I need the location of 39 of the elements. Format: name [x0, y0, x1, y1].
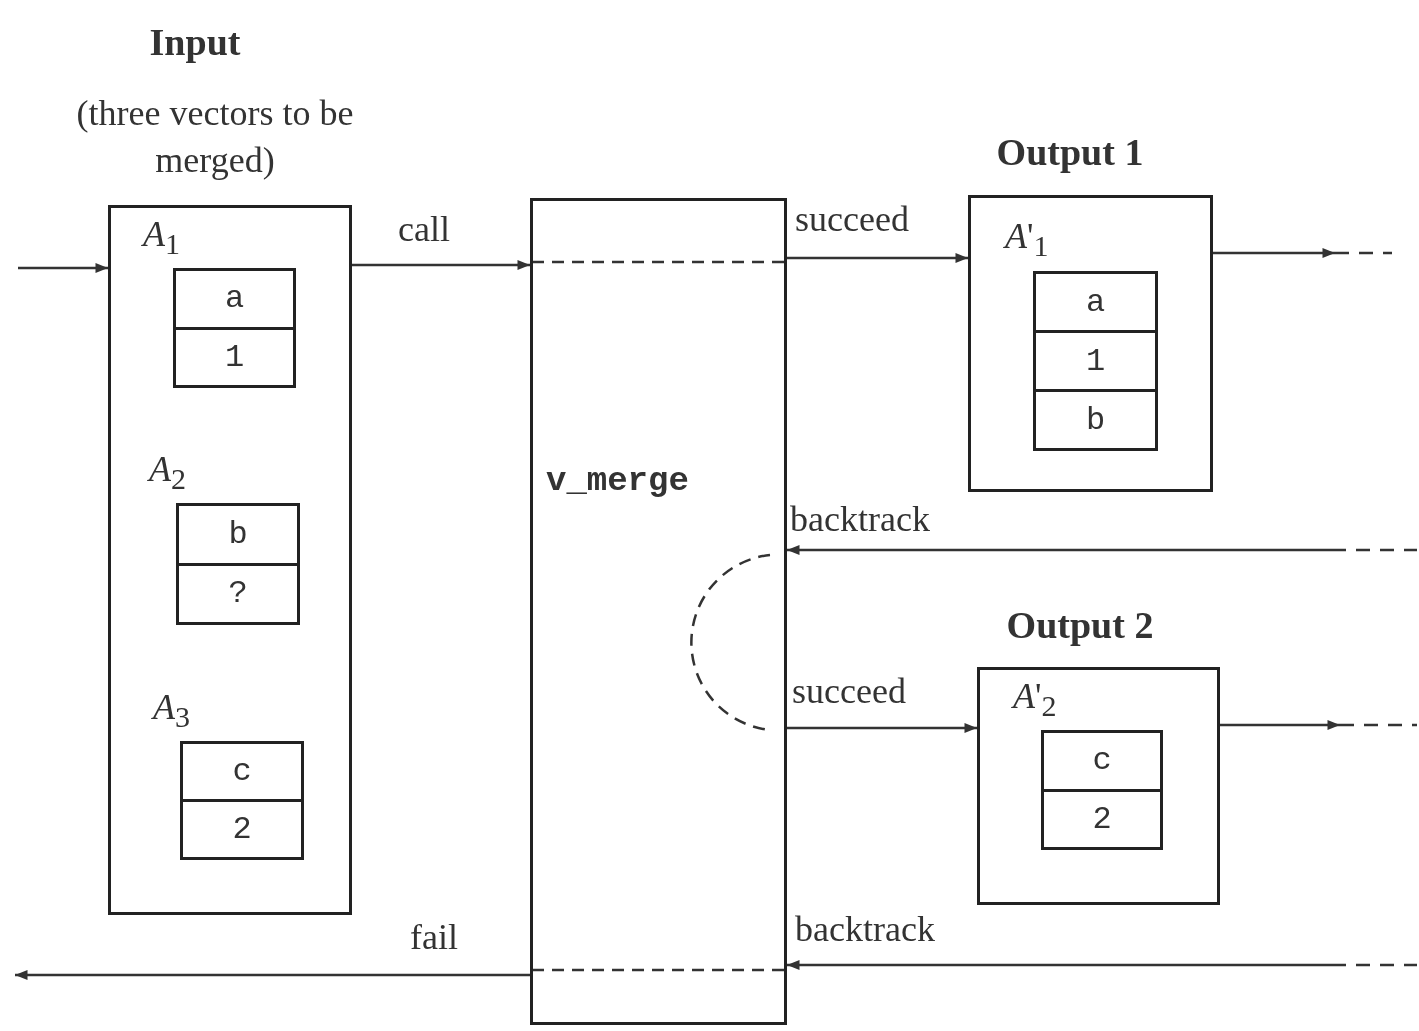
vector-box: [1033, 271, 1158, 451]
vector-box: [180, 741, 304, 860]
vector-element: b: [179, 506, 297, 566]
vector-name: A$_{3}$: [153, 686, 190, 735]
vector-box: [173, 268, 296, 388]
vector-name: A$_{1}$: [143, 213, 180, 262]
container-box: [108, 205, 352, 915]
heading: Output 2: [1005, 603, 1155, 647]
arrow: [787, 253, 968, 263]
vector-element: b: [1084, 400, 1107, 441]
arrow: [1220, 720, 1340, 730]
vector-element: c: [1044, 733, 1160, 792]
arrow: [787, 723, 977, 733]
subheading: (three vectors to be merged): [75, 92, 355, 182]
vector-box: [176, 503, 300, 625]
container-box: [968, 195, 1213, 492]
process-name: v_merge: [546, 462, 689, 500]
vector-name: A'$_{2}$: [1013, 675, 1057, 724]
vector-box: [1041, 730, 1163, 850]
vector-element: ?: [227, 574, 249, 615]
vector-name: A$_{2}$: [149, 448, 186, 497]
vector-element: 2: [231, 810, 253, 850]
heading: Output 1: [995, 130, 1145, 174]
heading: Input: [148, 20, 242, 64]
vector-element: 1: [1036, 333, 1155, 392]
vector-element: c: [183, 744, 301, 802]
arrow: [18, 263, 108, 273]
vector-element: 2: [1091, 799, 1113, 840]
process-box: [530, 198, 787, 1025]
container-box: [977, 667, 1220, 905]
arrow: [1213, 248, 1335, 258]
arrow: [787, 545, 1332, 555]
arrow: [352, 260, 530, 270]
arrow: [15, 970, 530, 980]
vector-element: 1: [223, 337, 246, 378]
arrow: [787, 960, 1332, 970]
vector-element: a: [176, 271, 293, 330]
vector-name: A'$_{1}$: [1005, 215, 1049, 264]
vector-element: a: [1036, 274, 1155, 333]
